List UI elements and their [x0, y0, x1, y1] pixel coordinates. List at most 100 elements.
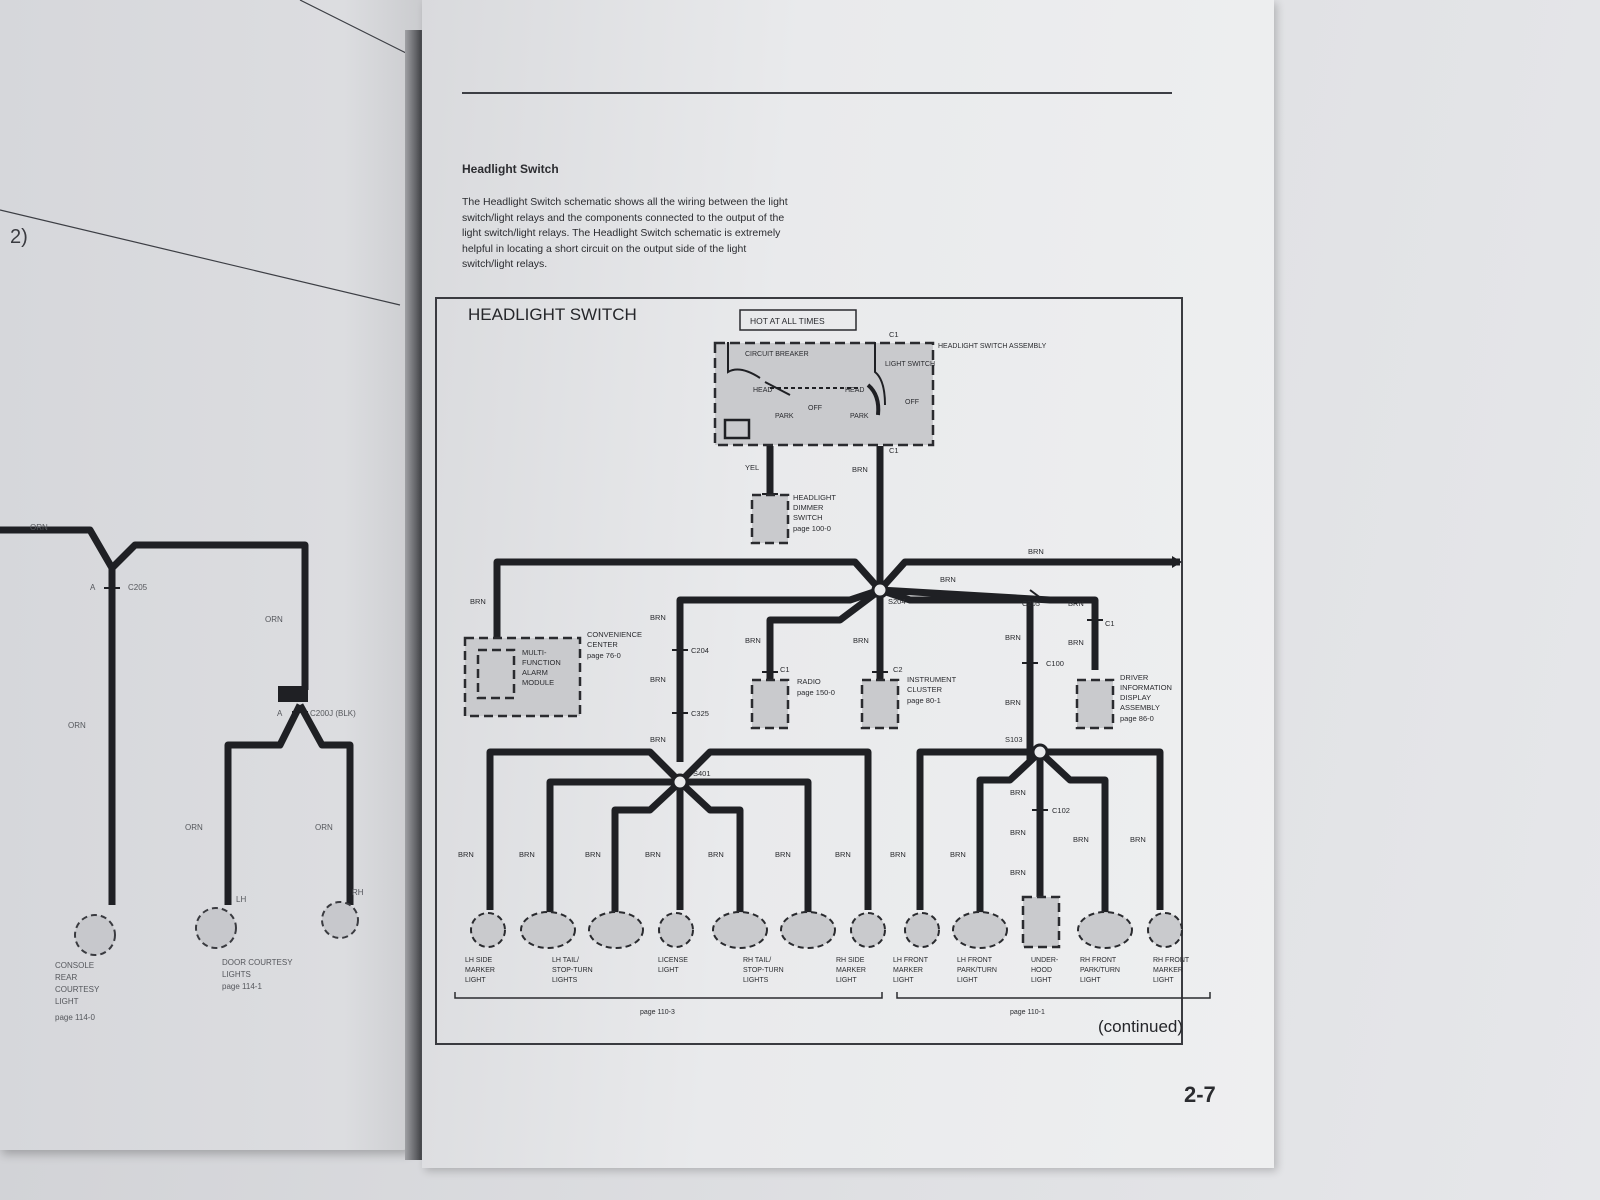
dic-label: DRIVER	[1120, 673, 1149, 682]
wire-label-brn: BRN	[852, 465, 868, 474]
wire-label-orn: ORN	[185, 823, 203, 832]
connector-c1: C1	[780, 665, 790, 674]
lamp-label: MARKER	[836, 967, 866, 974]
left-page	[0, 0, 430, 1150]
wire-label-brn: BRN	[1068, 599, 1084, 608]
console-light-page: page 114-0	[55, 1013, 95, 1022]
lamp-label: LIGHT	[893, 977, 914, 984]
lamp-label: PARK/TURN	[957, 967, 997, 974]
wire-label-brn: BRN	[940, 575, 956, 584]
lamp-label: UNDER-	[1031, 957, 1059, 964]
dimmer-switch-label: SWITCH	[793, 513, 823, 522]
dic-page: page 86-0	[1120, 714, 1154, 723]
door-lights-label: DOOR COURTESY	[222, 958, 293, 967]
wire-label-brn: BRN	[1028, 547, 1044, 556]
instrument-cluster-label: INSTRUMENT	[907, 675, 957, 684]
connector-c1: C1	[889, 446, 899, 455]
dic-label: DISPLAY	[1120, 693, 1151, 702]
mfa-module-label: FUNCTION	[522, 658, 561, 667]
console-light-label: REAR	[55, 973, 77, 982]
lamp-label: LIGHT	[1153, 977, 1174, 984]
splice-s103: S103	[1005, 735, 1023, 744]
wire-label-brn: BRN	[775, 850, 791, 859]
lamp-label: MARKER	[465, 967, 495, 974]
wire-label-brn: BRN	[519, 850, 535, 859]
connector-c205: C205	[1022, 599, 1040, 608]
switch-assembly-label: HEADLIGHT SWITCH ASSEMBLY	[938, 343, 1047, 350]
wire-label-brn: BRN	[1005, 698, 1021, 707]
left-page-marker: 2)	[10, 226, 28, 248]
wire-label-brn: BRN	[1068, 638, 1084, 647]
front-lights-page-ref: page 110-1	[1010, 1009, 1045, 1016]
lamp-label: PARK/TURN	[1080, 967, 1120, 974]
radio-label: RADIO	[797, 677, 821, 686]
lamp-label: RH FRONT	[1080, 957, 1117, 964]
wire-label-brn: BRN	[650, 735, 666, 744]
hot-at-all-times-label: HOT AT ALL TIMES	[750, 316, 825, 326]
wire-label-brn: BRN	[1073, 835, 1089, 844]
radio-page: page 150-0	[797, 688, 835, 697]
wire-label-brn: BRN	[890, 850, 906, 859]
console-light-label: CONSOLE	[55, 961, 94, 970]
connector-c200j: C200J (BLK)	[310, 709, 356, 718]
splice-s204: S204	[888, 597, 906, 606]
wire-label-brn: BRN	[650, 675, 666, 684]
schematic-frame	[435, 297, 1183, 1045]
lamp-label: LH SIDE	[465, 957, 493, 964]
door-lights-page: page 114-1	[222, 982, 262, 991]
dimmer-switch-label: HEADLIGHT	[793, 493, 836, 502]
lamp-label: LH FRONT	[957, 957, 993, 964]
lamp-label: RH FRONT	[1153, 957, 1190, 964]
head-label: HEAD	[753, 387, 772, 394]
park-label: PARK	[850, 413, 869, 420]
wire-label-orn: ORN	[68, 721, 86, 730]
off-label: OFF	[905, 399, 919, 406]
instrument-cluster-page: page 80-1	[907, 696, 941, 705]
lamp-label: MARKER	[1153, 967, 1183, 974]
door-lights-label: LIGHTS	[222, 970, 251, 979]
lamp-label: LIGHT	[836, 977, 857, 984]
lamp-label: MARKER	[893, 967, 923, 974]
wire-label-brn: BRN	[745, 636, 761, 645]
lamp-label: LIGHTS	[552, 977, 578, 984]
lamp-label: LH FRONT	[893, 957, 929, 964]
wire-label-orn: ORN	[30, 523, 48, 532]
schematic-title: HEADLIGHT SWITCH	[468, 305, 637, 324]
lamp-label: RH TAIL/	[743, 957, 771, 964]
lamp-label: HOOD	[1031, 967, 1052, 974]
off-label: OFF	[808, 405, 822, 412]
connector-c1: C1	[1105, 619, 1115, 628]
convenience-center-label: CONVENIENCE	[587, 630, 642, 639]
section-title: Headlight Switch	[462, 162, 559, 176]
wire-label-brn: BRN	[835, 850, 851, 859]
rh-label: RH	[352, 888, 364, 897]
wire-label-brn: BRN	[1010, 868, 1026, 877]
wire-label-orn: ORN	[265, 615, 283, 624]
convenience-center-label: CENTER	[587, 640, 618, 649]
wire-label-brn: BRN	[1005, 633, 1021, 642]
connector-c325: C325	[691, 709, 709, 718]
lamp-label: LIGHT	[1031, 977, 1052, 984]
connector-c100: C100	[1046, 659, 1064, 668]
splice-s401: S401	[693, 769, 711, 778]
lamp-label: LIGHT	[658, 967, 679, 974]
page-number: 2-7	[1184, 1082, 1216, 1107]
intro-paragraph: The Headlight Switch schematic shows all…	[462, 196, 788, 270]
wire-label-brn: BRN	[585, 850, 601, 859]
right-page	[422, 0, 1274, 1168]
wire-label-brn: BRN	[1010, 788, 1026, 797]
dimmer-switch-page: page 100-0	[793, 524, 831, 533]
convenience-center-page: page 76-0	[587, 651, 621, 660]
console-light-label: COURTESY	[55, 985, 100, 994]
light-switch-label: LIGHT SWITCH	[885, 361, 935, 368]
lamp-label: LIGHT	[1080, 977, 1101, 984]
connector-c102: C102	[1052, 806, 1070, 815]
wire-label-brn: BRN	[1130, 835, 1146, 844]
wire-label-brn: BRN	[708, 850, 724, 859]
connector-c1: C1	[889, 330, 899, 339]
lamp-label: LIGHTS	[743, 977, 769, 984]
wire-label-yel: YEL	[745, 463, 759, 472]
header-rule	[462, 92, 1172, 94]
instrument-cluster-label: CLUSTER	[907, 685, 943, 694]
